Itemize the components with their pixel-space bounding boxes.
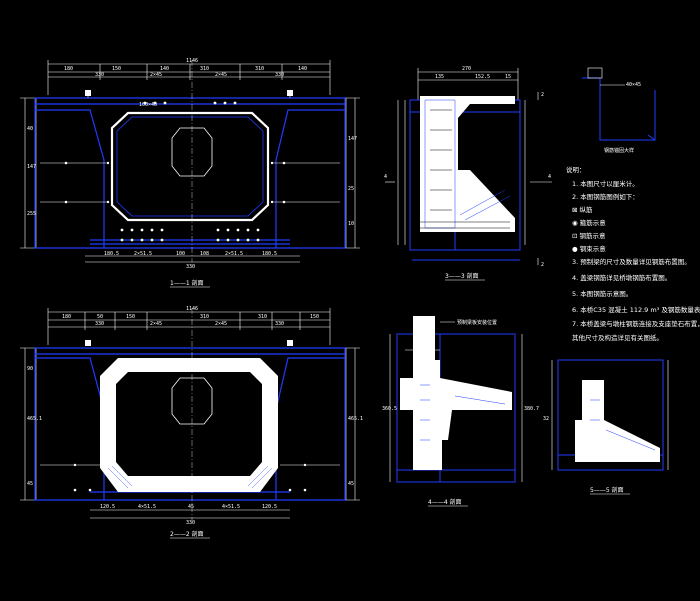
notes-item-6: 3. 预制梁的尺寸及数量详见钢筋布置图。 [572,257,691,266]
view1-left-dim-2: 255 [27,211,36,217]
notes-item-10: 7. 本桥盖梁与墩柱钢筋连接及支座垫石布置， [572,319,700,328]
notes-item-2: ⊠ 纵筋 [572,205,593,214]
view-5-5-section: 20 32 支座垫石 5——5 剖面 [543,359,669,495]
view-1-1-section: 1146 180 150 140 310 310 140 330 2×45 2×… [20,58,360,288]
view1-dim-bottom-5: 180.5 [262,251,277,257]
view2-left-dim-1: 465.1 [27,416,42,422]
view1-dim-second-3: 330 [275,72,284,78]
view2-dim-top-0: 180 [62,314,71,320]
view1-dim-top-4: 310 [255,66,264,72]
view5-annotation: 支座垫石 [600,443,620,450]
view1-dim-bottom-3: 108 [200,251,209,257]
rebar-anchor-detail: 40×45 钢筋锚固大样 [582,67,656,154]
notes-item-9: 6. 本桥C35 混凝土 112.9 m³ 及钢筋数量表。 [572,305,700,314]
view2-dim-bottom-0: 120.5 [100,504,115,510]
notes-item-4: ⊡ 钢筋示意 [572,231,606,240]
view5-dim-0: 20 [590,384,596,390]
view3-side-mark-left: 4 [384,174,387,180]
view1-left-dim-1: 147 [27,164,36,170]
view1-dim-top-0: 180 [64,66,73,72]
view1-dim-bottom-1: 2×51.5 [134,251,152,257]
view2-caption: 2——2 剖面 [170,530,204,538]
view1-caption: 1——1 剖面 [170,279,204,287]
detail-caption: 钢筋锚固大样 [604,147,634,154]
view1-dim-bottom-4: 2×51.5 [225,251,243,257]
view3-dim-2: 152.5 [475,74,490,80]
view1-inner-label: 100×40 [139,102,157,108]
notes-item-8: 5. 本图钢筋示意图。 [572,289,632,298]
view1-dim-top-3: 310 [200,66,209,72]
view1-dim-second-1: 2×45 [150,72,162,78]
view2-dim-top-2: 150 [126,314,135,320]
view3-dim-3: 15 [505,74,511,80]
view4-dim-1: 360.5 [382,406,397,412]
view5-dim-1: 32 [543,416,549,422]
notes-title: 说明： [566,165,586,174]
detail-label: 40×45 [626,82,641,88]
view1-dim-top-5: 140 [298,66,307,72]
view3-side-mark-right: 4 [548,174,551,180]
view-2-2-section: 1146 180 50 150 310 310 150 330 2×45 2×4… [20,306,363,539]
notes-item-11: 其他尺寸及构造详见有关图纸。 [572,333,663,342]
view2-right-dim-0: 465.1 [348,416,363,422]
view5-caption: 5——5 剖面 [590,486,624,494]
notes-item-3: ◉ 箍筋示意 [572,218,606,227]
view2-bottom-total: 330 [186,520,195,526]
notes-item-5: ● 钢束示意 [572,244,606,253]
view2-left-dim-2: 45 [27,481,33,487]
view2-dim-bottom-4: 120.5 [262,504,277,510]
view2-dim-top-1: 50 [97,314,103,320]
view2-dim-top-4: 310 [258,314,267,320]
notes-item-1: 2. 本图钢筋图例如下： [572,192,639,201]
view2-dim-second-2: 2×45 [215,321,227,327]
view3-section-mark-bottom: 2 [541,262,544,268]
view3-caption: 3——3 剖面 [445,272,479,280]
view1-dim-second-2: 2×45 [215,72,227,78]
notes-block: 说明： 1. 本图尺寸以厘米计。 2. 本图钢筋图例如下： ⊠ 纵筋 ◉ 箍筋示… [566,165,700,342]
view-3-3-section: 270 135 152.5 15 2 2 4 4 3——3 剖面 [384,66,552,281]
view1-dim-second-0: 330 [95,72,104,78]
notes-item-7: 4. 盖梁钢筋详见桥墩钢筋布置图。 [572,273,671,282]
view2-left-dim-0: 90 [27,366,33,372]
view1-bottom-total: 330 [186,264,195,270]
view2-overall-width: 1146 [186,306,198,312]
view1-right-dim-0: 147 [348,136,357,142]
view2-dim-second-3: 330 [275,321,284,327]
view1-dim-top-1: 150 [112,66,121,72]
view1-overall-width: 1146 [186,58,198,64]
view1-right-dim-1: 25 [348,186,354,192]
view2-dim-top-3: 310 [200,314,209,320]
notes-item-0: 1. 本图尺寸以厘米计。 [572,179,639,188]
view2-dim-bottom-1: 4×51.5 [138,504,156,510]
view4-caption: 4——4 剖面 [428,498,462,506]
view1-dim-top-2: 140 [160,66,169,72]
view4-annotation: 预制梁板安装位置 [457,319,497,326]
view3-dim-1: 135 [435,74,444,80]
view2-dim-second-1: 2×45 [150,321,162,327]
view1-left-dim-0: 40 [27,126,33,132]
view1-dim-bottom-0: 180.5 [104,251,119,257]
view2-right-dim-1: 45 [348,481,354,487]
view3-section-mark-top: 2 [541,92,544,98]
view3-dim-0: 270 [462,66,471,72]
view1-dim-bottom-2: 100 [176,251,185,257]
view2-dim-top-5: 150 [310,314,319,320]
view2-dim-bottom-3: 4×51.5 [222,504,240,510]
view4-dim-0: 15 [420,354,426,360]
view1-right-dim-2: 10 [348,221,354,227]
view4-dim-2: 380.7 [524,406,539,412]
view2-dim-bottom-2: 45 [188,504,194,510]
view2-dim-second-0: 330 [95,321,104,327]
view-4-4-section: 预制梁板安装位置 15 360.5 380.7 4——4 剖面 [382,316,539,507]
